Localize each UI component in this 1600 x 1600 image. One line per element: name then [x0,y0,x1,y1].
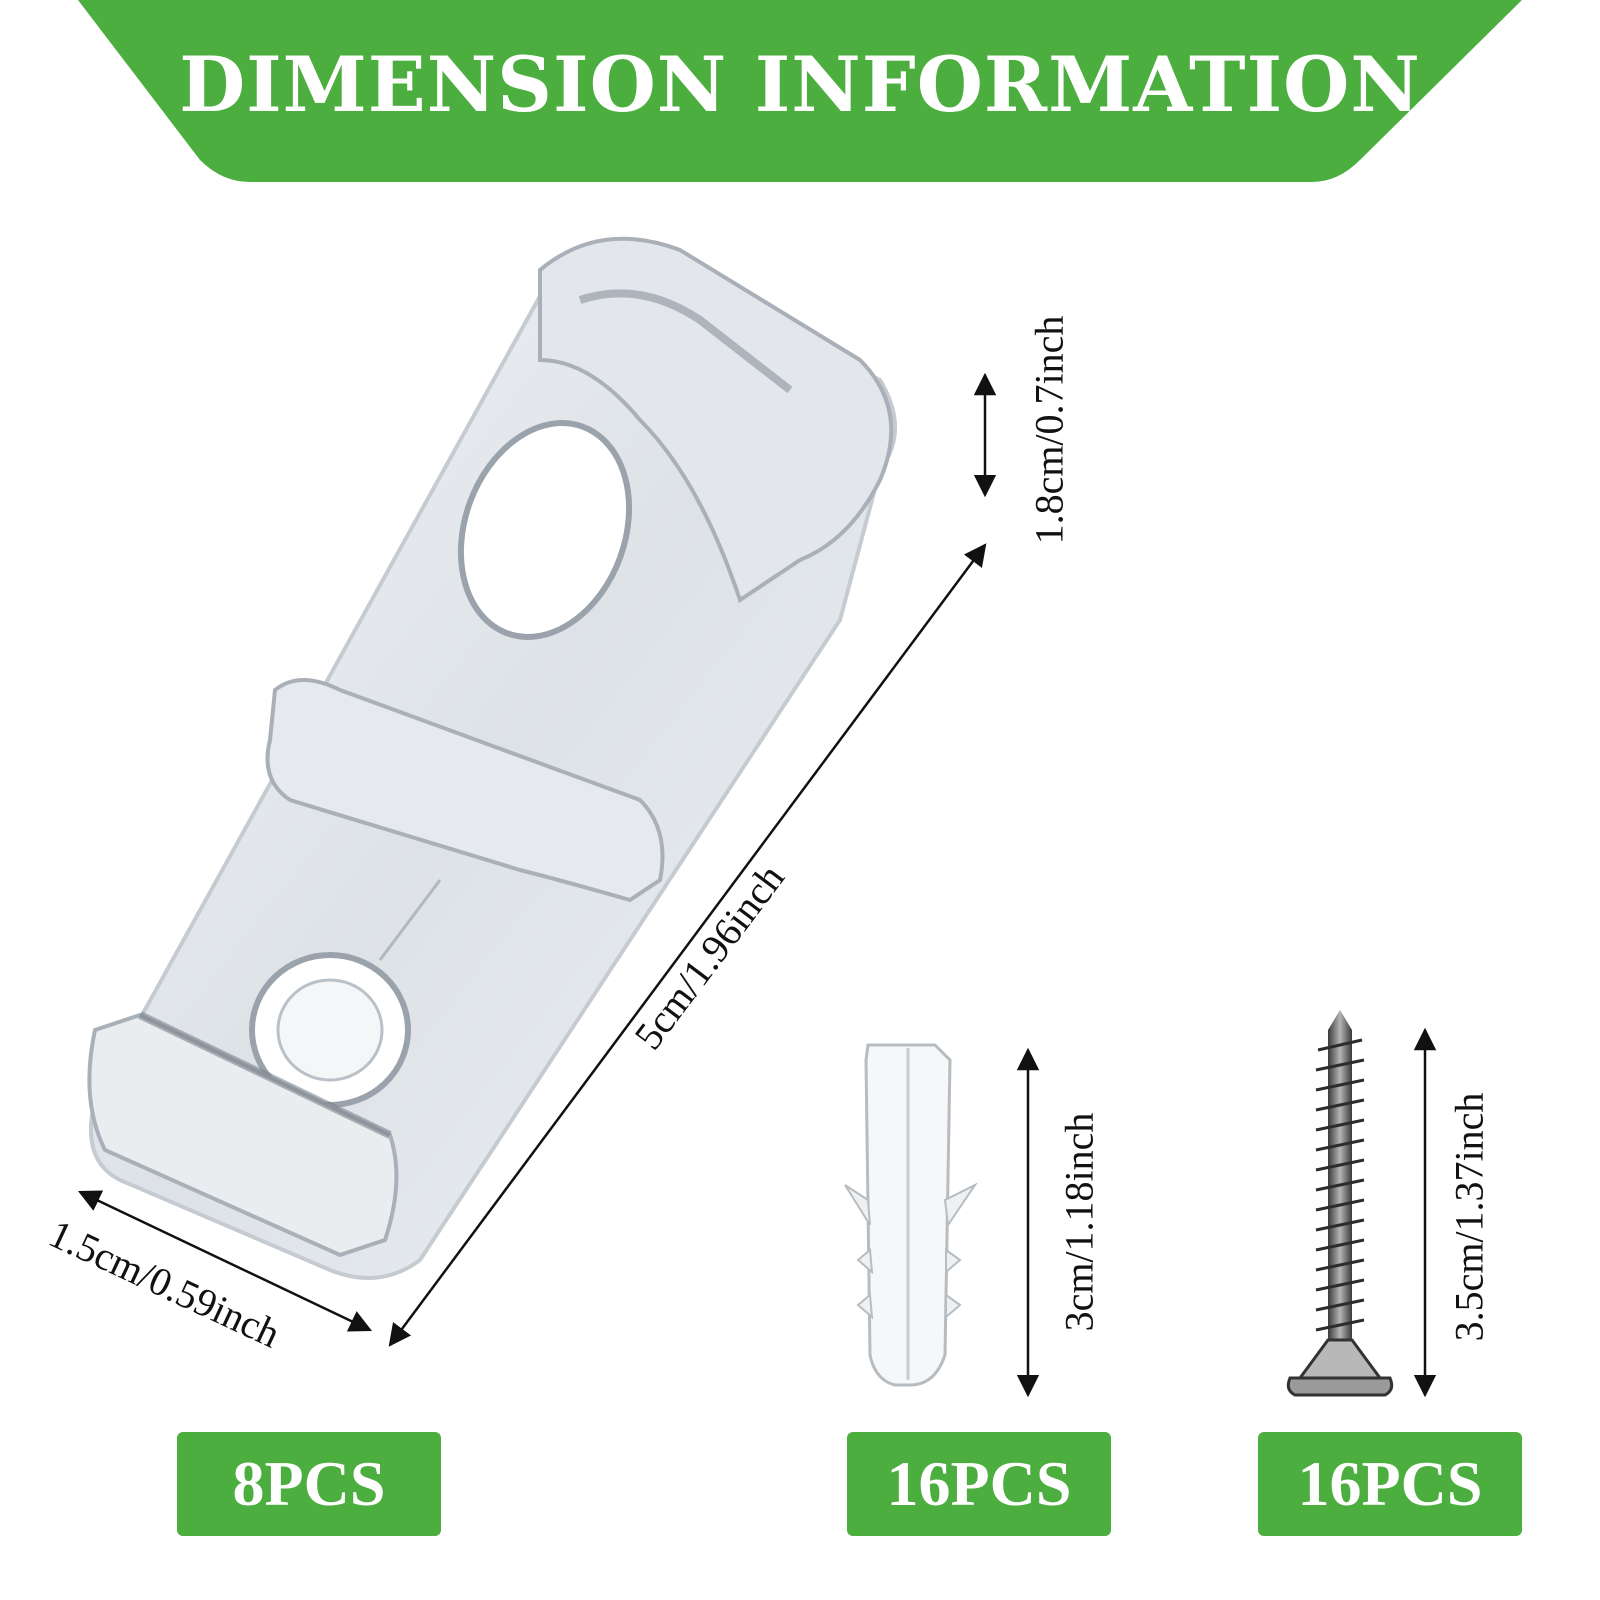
wall-anchor-icon [844,1043,978,1387]
anchor-length-label: 3cm/1.18inch [1056,1112,1102,1332]
screw-length-label: 3.5cm/1.37inch [1446,1092,1492,1342]
screw-icon [1286,1010,1394,1397]
clip-height-label: 1.8cm/0.7inch [1026,315,1072,545]
header-banner [78,0,1522,182]
clip-quantity-badge: 8PCS [177,1432,441,1536]
screw-quantity-badge: 16PCS [1258,1432,1522,1536]
page-title: DIMENSION INFORMATION [179,40,1421,129]
clip-width-arrow [77,1190,373,1332]
anchor-quantity-badge: 16PCS [847,1432,1111,1536]
dimension-arrows [77,372,1437,1398]
clip-length-arrow [388,543,987,1347]
clear-plastic-clip-icon [87,236,897,1280]
